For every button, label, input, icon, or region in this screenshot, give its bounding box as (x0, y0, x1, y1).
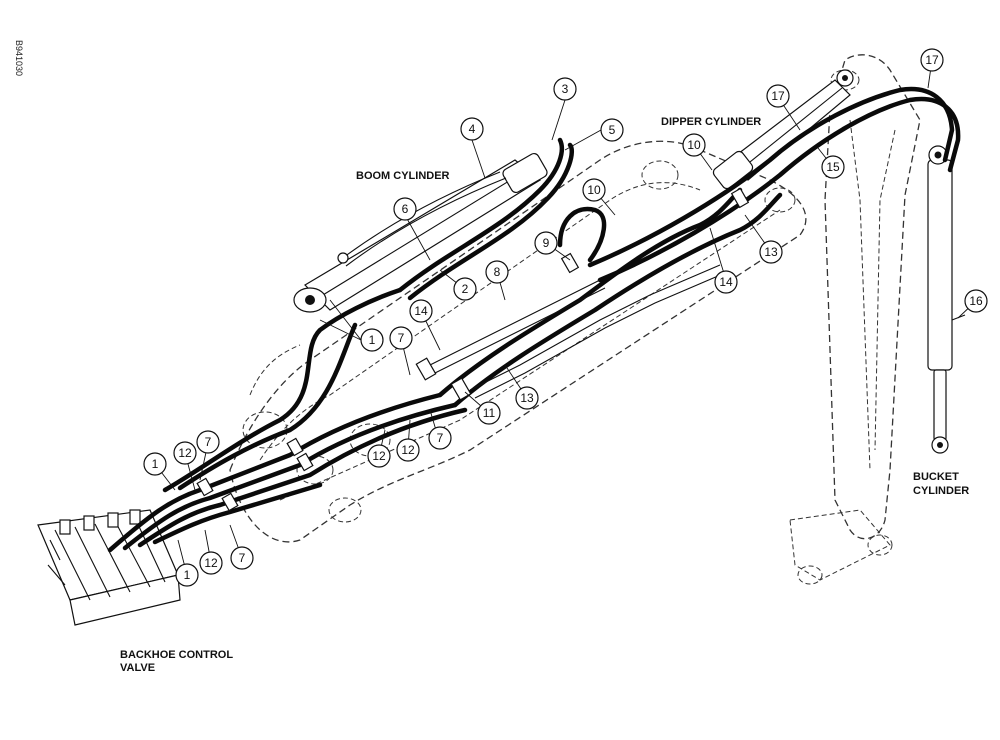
callout-1b: 1 (143, 452, 167, 476)
svg-text:7: 7 (398, 331, 405, 345)
svg-text:15: 15 (826, 160, 840, 174)
callout-12b: 12 (367, 444, 391, 468)
bucket-cylinder-label-line1: BUCKET (913, 471, 959, 483)
callout-6: 6 (393, 197, 417, 221)
callout-7c: 7 (196, 430, 220, 454)
bucket-cylinder-label-line2: CYLINDER (913, 485, 969, 497)
dipper-cylinder (712, 79, 851, 190)
callout-17b: 17 (920, 48, 944, 72)
boom-cylinder-label: BOOM CYLINDER (356, 170, 450, 182)
svg-text:13: 13 (764, 245, 778, 259)
callout-1d: 1 (346, 330, 353, 344)
svg-text:7: 7 (205, 435, 212, 449)
svg-text:8: 8 (494, 265, 501, 279)
svg-text:6: 6 (402, 202, 409, 216)
callout-5: 5 (600, 118, 624, 142)
control-valve-label-line1: BACKHOE CONTROL (120, 649, 233, 661)
svg-text:17: 17 (925, 53, 939, 67)
callout-12a: 12 (396, 438, 420, 462)
svg-text:10: 10 (587, 183, 601, 197)
bucket-cylinder (927, 145, 966, 454)
svg-text:1: 1 (184, 568, 191, 582)
svg-text:17: 17 (771, 89, 785, 103)
callout-8: 8 (485, 260, 509, 284)
svg-text:14: 14 (414, 304, 428, 318)
svg-text:12: 12 (372, 449, 386, 463)
callout-11: 11 (477, 401, 501, 425)
backhoe-control-valve (37, 509, 181, 626)
svg-text:12: 12 (204, 556, 218, 570)
callout-bubbles: 3 5 4 6 2 8 9 10 10 1 7 14 11 13 7 12 12… (143, 48, 988, 587)
svg-text:1: 1 (369, 333, 376, 347)
callout-4: 4 (460, 117, 484, 141)
svg-text:9: 9 (543, 236, 550, 250)
callout-12d: 12 (199, 551, 223, 575)
callout-17a: 17 (766, 84, 790, 108)
callout-10a: 10 (582, 178, 606, 202)
callout-9: 9 (534, 231, 558, 255)
svg-text:7: 7 (239, 551, 246, 565)
drawing-code: B941030 (14, 40, 24, 76)
svg-text:3: 3 (562, 82, 569, 96)
callout-1a: 1 (360, 328, 384, 352)
svg-text:4: 4 (469, 122, 476, 136)
dipper-arm (789, 54, 921, 585)
callout-14a: 14 (409, 299, 433, 323)
control-valve-label-line2: VALVE (120, 662, 155, 674)
svg-text:12: 12 (401, 443, 415, 457)
callout-7d: 7 (230, 546, 254, 570)
svg-text:10: 10 (687, 138, 701, 152)
svg-text:12: 12 (178, 446, 192, 460)
callout-2: 2 (453, 277, 477, 301)
dipper-cylinder-label: DIPPER CYLINDER (661, 116, 761, 128)
callout-7a: 7 (389, 326, 413, 350)
svg-text:7: 7 (437, 431, 444, 445)
boom-outline (229, 140, 807, 543)
svg-text:16: 16 (969, 294, 983, 308)
svg-text:2: 2 (462, 282, 469, 296)
callout-15: 15 (821, 155, 845, 179)
callout-12c: 12 (173, 441, 197, 465)
boom-cylinder (293, 152, 548, 313)
svg-text:5: 5 (609, 123, 616, 137)
callout-3: 3 (553, 77, 577, 101)
svg-text:13: 13 (520, 391, 534, 405)
svg-text:14: 14 (719, 275, 733, 289)
callout-10b: 10 (682, 133, 706, 157)
svg-text:1: 1 (152, 457, 159, 471)
callout-14b: 14 (714, 270, 738, 294)
callout-1c: 1 (175, 563, 199, 587)
svg-text:11: 11 (483, 406, 496, 420)
hydraulic-hoses (107, 86, 961, 553)
callout-7b: 7 (428, 426, 452, 450)
callout-13a: 13 (515, 386, 539, 410)
callout-13b: 13 (759, 240, 783, 264)
callout-16: 16 (964, 289, 988, 313)
